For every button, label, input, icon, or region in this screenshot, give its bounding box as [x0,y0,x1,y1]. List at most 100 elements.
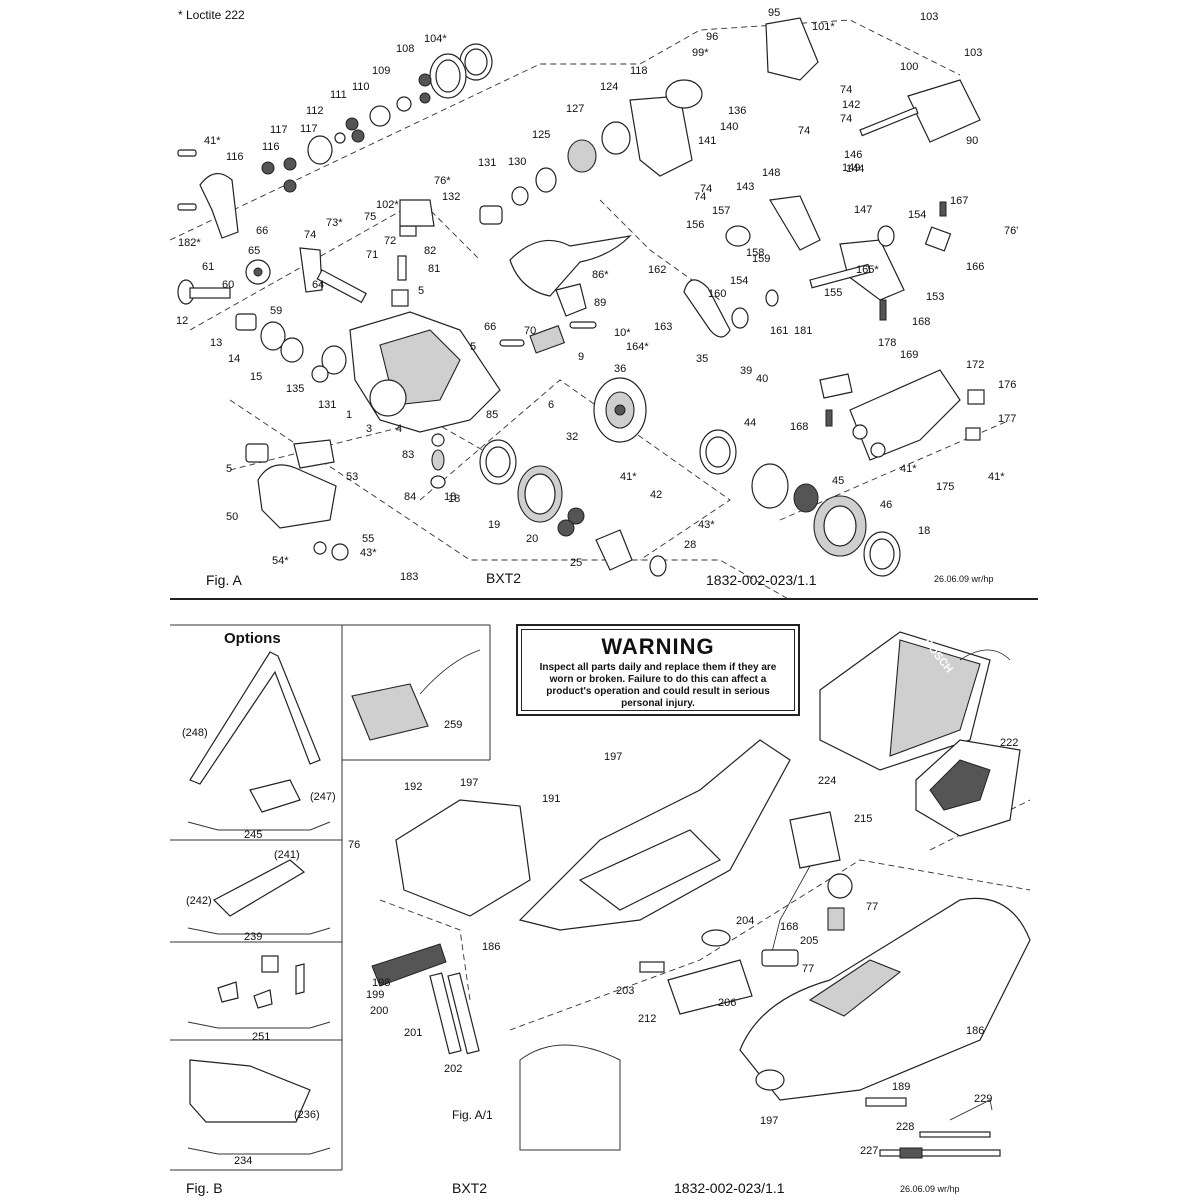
fig-b-label: Fig. B [186,1180,223,1196]
part-number-label: 100 [900,61,918,73]
part-number-label: 135 [286,383,304,395]
part-number-label: 153 [926,291,944,303]
part-number-label: 116 [226,151,244,163]
part-number-label: 74 [694,191,706,203]
part-number-label: 189 [892,1081,910,1093]
part-number-label: 161 [770,325,788,337]
part-number-label: 147 [854,204,872,216]
part-number-label: 42 [650,489,662,501]
part-number-label: 53 [346,471,358,483]
part-number-label: 41* [988,471,1005,483]
fig-b-doc-number: 1832-002-023/1.1 [674,1180,785,1196]
part-number-label: 191 [542,793,560,805]
part-number-label: 103 [920,11,938,23]
part-number-label: 110 [352,81,370,93]
part-number-label: 245 [244,829,262,841]
part-number-label: 59 [270,305,282,317]
part-number-label: 3 [366,423,372,435]
part-number-label: 43* [698,519,715,531]
part-number-label: 5 [226,463,232,475]
fig-b-model: BXT2 [452,1180,488,1196]
warning-text: Inspect all parts daily and replace them… [539,662,777,709]
part-number-label: 124 [600,81,618,93]
part-number-label: 168 [780,921,798,933]
part-number-label: 45 [832,475,844,487]
part-number-label: 155 [824,287,842,299]
options-title: Options [224,630,281,647]
part-number-label: 83 [402,449,414,461]
part-number-label: 18 [918,525,930,537]
part-number-label: 229 [974,1093,992,1105]
part-number-label: 192 [404,781,422,793]
part-number-label: 203 [616,985,634,997]
part-number-label: 199 [366,989,384,1001]
part-number-label: 10* [614,327,631,339]
part-number-label: 104* [424,33,447,45]
part-number-label: 112 [306,105,324,117]
part-number-label: 197 [604,751,622,763]
part-number-label: 103 [964,47,982,59]
part-number-label: 39 [740,365,752,377]
part-number-label: 50 [226,511,238,523]
part-number-label: 77 [802,963,814,975]
part-number-label: 162 [648,264,666,276]
part-number-label: 41* [620,471,637,483]
part-number-label: 239 [244,931,262,943]
part-number-label: 12 [176,315,188,327]
part-number-label: 177 [998,413,1016,425]
part-number-label: 227 [860,1145,878,1157]
part-number-label: 9 [578,351,584,363]
part-number-label: 200 [370,1005,388,1017]
part-number-label: 117 [300,123,318,135]
fig-a-date: 26.06.09 wr/hp [934,574,994,584]
figure-divider [170,598,1038,600]
part-number-label: 76* [434,175,451,187]
fig-b-parts [189,631,1031,1159]
part-number-label: 251 [252,1031,270,1043]
part-number-label: 89 [594,297,606,309]
part-number-label: 20 [526,533,538,545]
part-number-label: 159 [752,253,770,265]
fig-a-parts [177,17,985,577]
part-number-label: 234 [234,1155,252,1167]
part-number-label: 40 [756,373,768,385]
part-number-label: 201 [404,1027,422,1039]
part-number-label: 130 [508,156,526,168]
part-number-label: 146 [844,149,862,161]
part-number-label: 25 [570,557,582,569]
part-number-label: 183 [400,571,418,583]
part-number-label: 36 [614,363,626,375]
part-number-label: 198 [372,977,390,989]
part-number-label: 111 [330,89,347,101]
part-number-label: 64 [312,279,324,291]
part-number-label: 157 [712,205,730,217]
part-number-label: 163 [654,321,672,333]
part-number-label: 102* [376,199,399,211]
part-number-label: 140 [720,121,738,133]
part-number-label: 141 [698,135,716,147]
part-number-label: 4 [396,423,402,435]
part-number-label: 142 [842,99,860,111]
fig-a-reference: Fig. A/1 [452,1108,493,1122]
part-number-label: 166 [966,261,984,273]
part-number-label: (236) [294,1109,320,1121]
part-number-label: 95 [768,7,780,19]
loctite-note: * Loctite 222 [178,8,245,22]
part-number-label: 35 [696,353,708,365]
part-number-label: 75 [364,211,376,223]
part-number-label: (241) [274,849,300,861]
part-number-label: 14 [228,353,240,365]
part-number-label: 32 [566,431,578,443]
part-number-label: 204 [736,915,754,927]
part-number-label: 44 [744,417,756,429]
part-number-label: 90 [966,135,978,147]
part-number-label: 148 [762,167,780,179]
part-number-label: 127 [566,103,584,115]
part-number-label: 132 [442,191,460,203]
warning-inner-frame: WARNING Inspect all parts daily and repl… [521,629,795,711]
part-number-label: 197 [460,777,478,789]
part-number-label: 18 [444,491,456,503]
part-number-label: 76 [348,839,360,851]
part-number-label: 41* [204,135,221,147]
